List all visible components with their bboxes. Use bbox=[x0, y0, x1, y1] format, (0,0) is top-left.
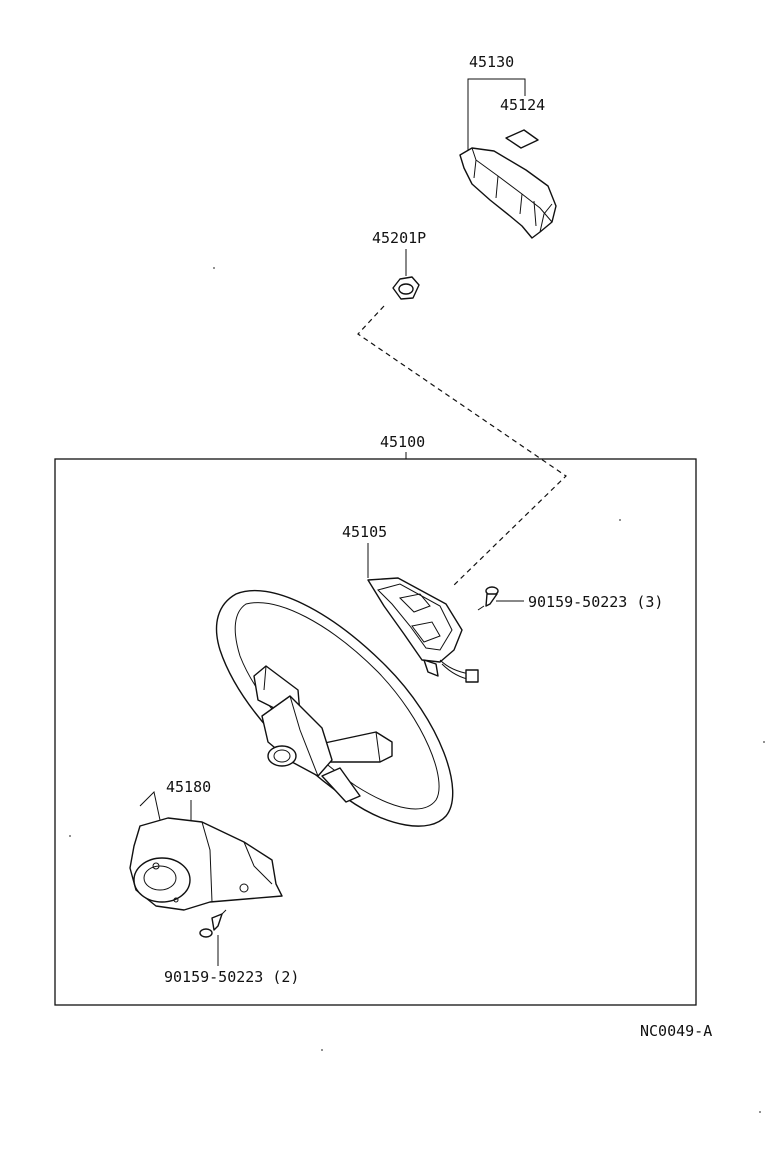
dashed-relation-line bbox=[357, 305, 567, 586]
horn-pad-icon bbox=[367, 577, 479, 683]
label-45124: 45124 bbox=[500, 96, 545, 114]
label-45201p: 45201P bbox=[372, 229, 426, 247]
label-45180: 45180 bbox=[166, 778, 211, 796]
label-45105: 45105 bbox=[342, 523, 387, 541]
label-90159-50223-2: 90159-50223 (2) bbox=[164, 968, 299, 986]
column-cover-icon bbox=[459, 147, 557, 239]
emblem-plate-icon bbox=[505, 129, 539, 149]
screw-icon-lower bbox=[199, 909, 227, 938]
label-45100: 45100 bbox=[380, 433, 425, 451]
scan-specks bbox=[69, 267, 765, 1113]
steering-wheel-icon bbox=[215, 589, 454, 827]
assembly-box bbox=[54, 458, 697, 1006]
nut-icon bbox=[392, 276, 420, 300]
label-45130: 45130 bbox=[469, 53, 514, 71]
screw-icon-upper bbox=[477, 586, 499, 611]
leader-lines bbox=[190, 78, 526, 966]
diagram-code: NC0049-A bbox=[640, 1022, 712, 1040]
label-90159-50223-3: 90159-50223 (3) bbox=[528, 593, 663, 611]
lower-cover-icon bbox=[129, 790, 283, 911]
